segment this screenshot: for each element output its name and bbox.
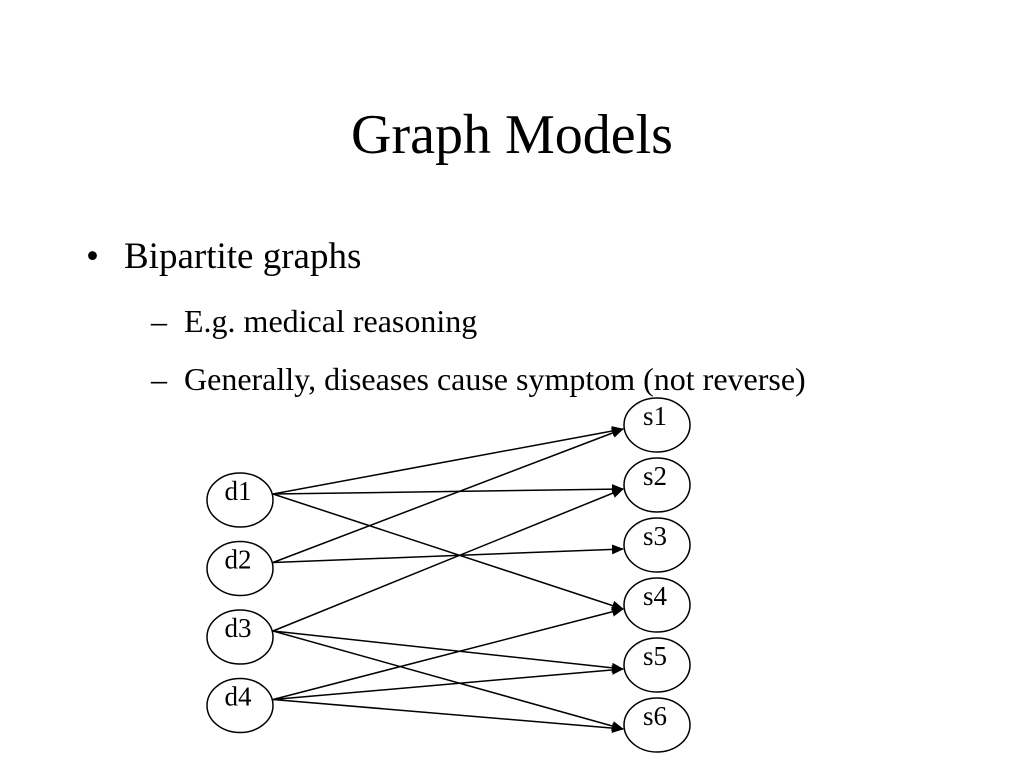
node-s1: s1 <box>623 397 691 453</box>
edge-d2-s1 <box>272 428 624 564</box>
node-s4: s4 <box>623 577 691 633</box>
node-ellipse <box>206 472 274 528</box>
slide-title: Graph Models <box>351 104 673 166</box>
node-d1: d1 <box>206 472 274 528</box>
node-ellipse <box>623 697 691 753</box>
edge-d4-s6 <box>272 698 624 734</box>
node-ellipse <box>206 540 274 597</box>
node-ellipse <box>623 457 691 513</box>
bullet-list: • Bipartite graphs – E.g. medical reason… <box>86 230 806 408</box>
node-ellipse <box>623 577 691 633</box>
sub-bullet-text: Generally, diseases cause symptom (not r… <box>184 361 806 397</box>
edge-d1-s4 <box>272 493 624 611</box>
sub-bullet-marker: – <box>151 303 167 339</box>
node-ellipse <box>206 609 274 665</box>
node-s3: s3 <box>623 517 691 573</box>
node-ellipse <box>623 397 691 453</box>
node-s2: s2 <box>623 457 691 513</box>
sub-bullet-marker: – <box>151 361 167 397</box>
edges <box>272 426 624 734</box>
node-label: s4 <box>643 581 668 611</box>
node-label: s6 <box>643 701 667 731</box>
bullet-marker: • <box>86 236 99 277</box>
node-label: s3 <box>643 521 667 551</box>
node-s5: s5 <box>623 637 691 693</box>
edge-d3-s6 <box>272 630 624 731</box>
edge-d1-s2 <box>272 484 624 495</box>
sub-bullet-text: E.g. medical reasoning <box>184 303 478 339</box>
node-label: d4 <box>225 682 253 712</box>
edge-d3-s5 <box>272 630 624 673</box>
nodes: d1 d2 d3 d4 s1 s2 s3 s4 s5 s6 <box>206 397 691 753</box>
sub-bullet-item: – E.g. medical reasoning <box>138 292 806 350</box>
node-d3: d3 <box>206 609 274 665</box>
node-label: s2 <box>643 461 667 491</box>
node-ellipse <box>623 637 691 693</box>
edge-d4-s5 <box>272 664 624 701</box>
node-ellipse <box>623 517 691 573</box>
bullet-item: • Bipartite graphs – E.g. medical reason… <box>86 230 806 408</box>
node-label: s1 <box>643 401 667 431</box>
edge-d1-s1 <box>272 426 624 495</box>
node-ellipse <box>206 677 274 734</box>
node-label: d3 <box>225 613 252 643</box>
node-label: d1 <box>225 476 252 506</box>
sub-bullet-item: – Generally, diseases cause symptom (not… <box>138 350 806 408</box>
edge-d2-s3 <box>272 544 624 564</box>
node-s6: s6 <box>623 697 691 753</box>
bullet-text: Bipartite graphs <box>124 236 362 277</box>
node-d2: d2 <box>206 540 274 597</box>
node-label: s5 <box>643 641 667 671</box>
node-d4: d4 <box>206 677 274 734</box>
node-label: d2 <box>225 545 252 575</box>
edge-d3-s2 <box>272 488 624 632</box>
edge-d4-s4 <box>272 606 624 701</box>
sub-bullet-list: – E.g. medical reasoning – Generally, di… <box>124 292 806 408</box>
